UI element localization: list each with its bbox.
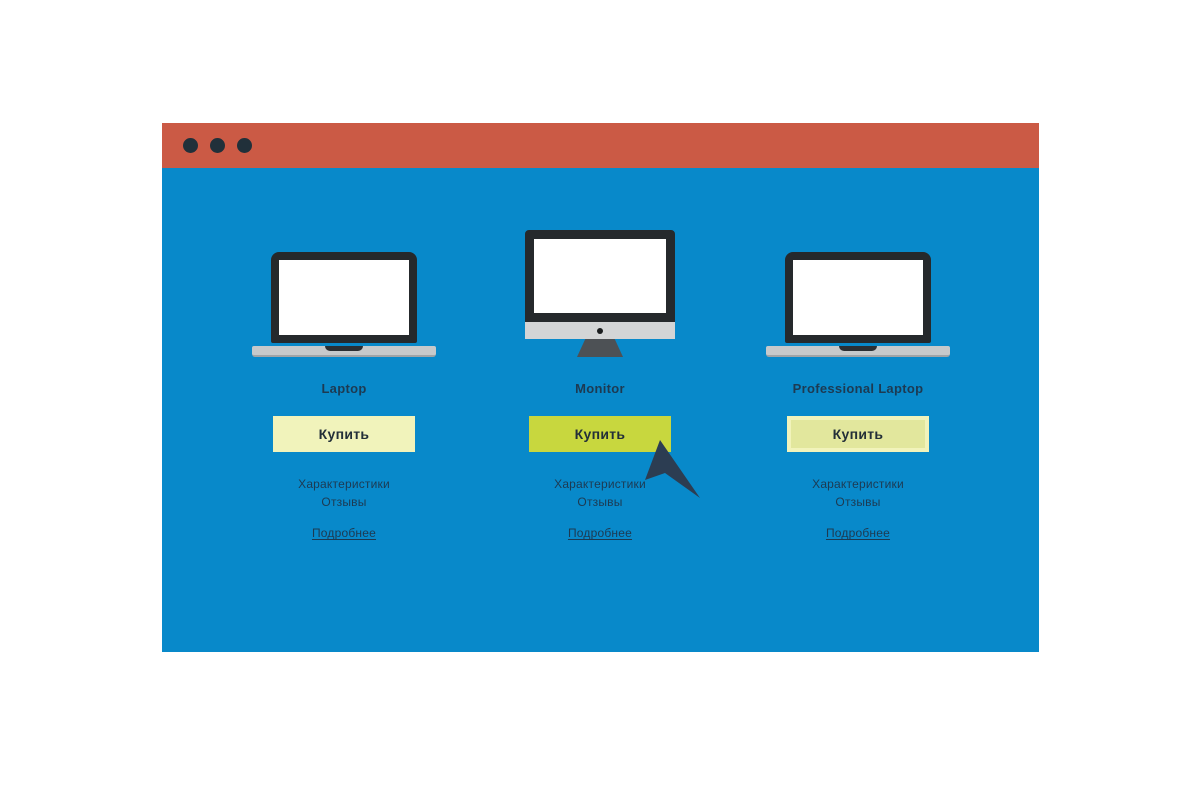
- product-card-monitor: Monitor Купить Характеристики Отзывы Под…: [470, 226, 730, 540]
- reviews-link[interactable]: Отзывы: [835, 495, 881, 509]
- monitor-illustration: [525, 230, 675, 357]
- laptop-base: [252, 346, 436, 357]
- laptop-illustration: [252, 252, 436, 357]
- buy-button[interactable]: Купить: [273, 416, 415, 452]
- buy-button[interactable]: Купить: [787, 416, 929, 452]
- laptop-screen: [271, 252, 417, 343]
- laptop-notch: [325, 346, 363, 351]
- browser-window: Laptop Купить Характеристики Отзывы Подр…: [162, 123, 1039, 652]
- window-dot-icon[interactable]: [210, 138, 225, 153]
- specs-link[interactable]: Характеристики: [554, 477, 646, 491]
- window-dot-icon[interactable]: [237, 138, 252, 153]
- product-title: Professional Laptop: [792, 381, 924, 396]
- monitor-chin: [525, 322, 675, 339]
- more-link[interactable]: Подробнее: [567, 526, 633, 540]
- product-card-professional-laptop: Professional Laptop Купить Характеристик…: [728, 226, 988, 540]
- device-row: [766, 226, 950, 357]
- reviews-link[interactable]: Отзывы: [321, 495, 367, 509]
- device-row: [252, 226, 436, 357]
- more-link[interactable]: Подробнее: [825, 526, 891, 540]
- device-row: [525, 226, 675, 357]
- specs-link[interactable]: Характеристики: [298, 477, 390, 491]
- laptop-base: [766, 346, 950, 357]
- laptop-illustration: [766, 252, 950, 357]
- laptop-screen: [785, 252, 931, 343]
- specs-link[interactable]: Характеристики: [812, 477, 904, 491]
- product-title: Laptop: [321, 381, 367, 396]
- laptop-notch: [839, 346, 877, 351]
- monitor-camera-dot: [597, 327, 603, 334]
- buy-button[interactable]: Купить: [529, 416, 671, 452]
- reviews-link[interactable]: Отзывы: [577, 495, 623, 509]
- more-link[interactable]: Подробнее: [311, 526, 377, 540]
- product-card-laptop: Laptop Купить Характеристики Отзывы Подр…: [214, 226, 474, 540]
- monitor-screen: [525, 230, 675, 322]
- browser-titlebar: [162, 123, 1039, 168]
- monitor-stand: [577, 339, 623, 357]
- product-title: Monitor: [575, 381, 625, 396]
- window-dot-icon[interactable]: [183, 138, 198, 153]
- page-content: Laptop Купить Характеристики Отзывы Подр…: [162, 168, 1039, 652]
